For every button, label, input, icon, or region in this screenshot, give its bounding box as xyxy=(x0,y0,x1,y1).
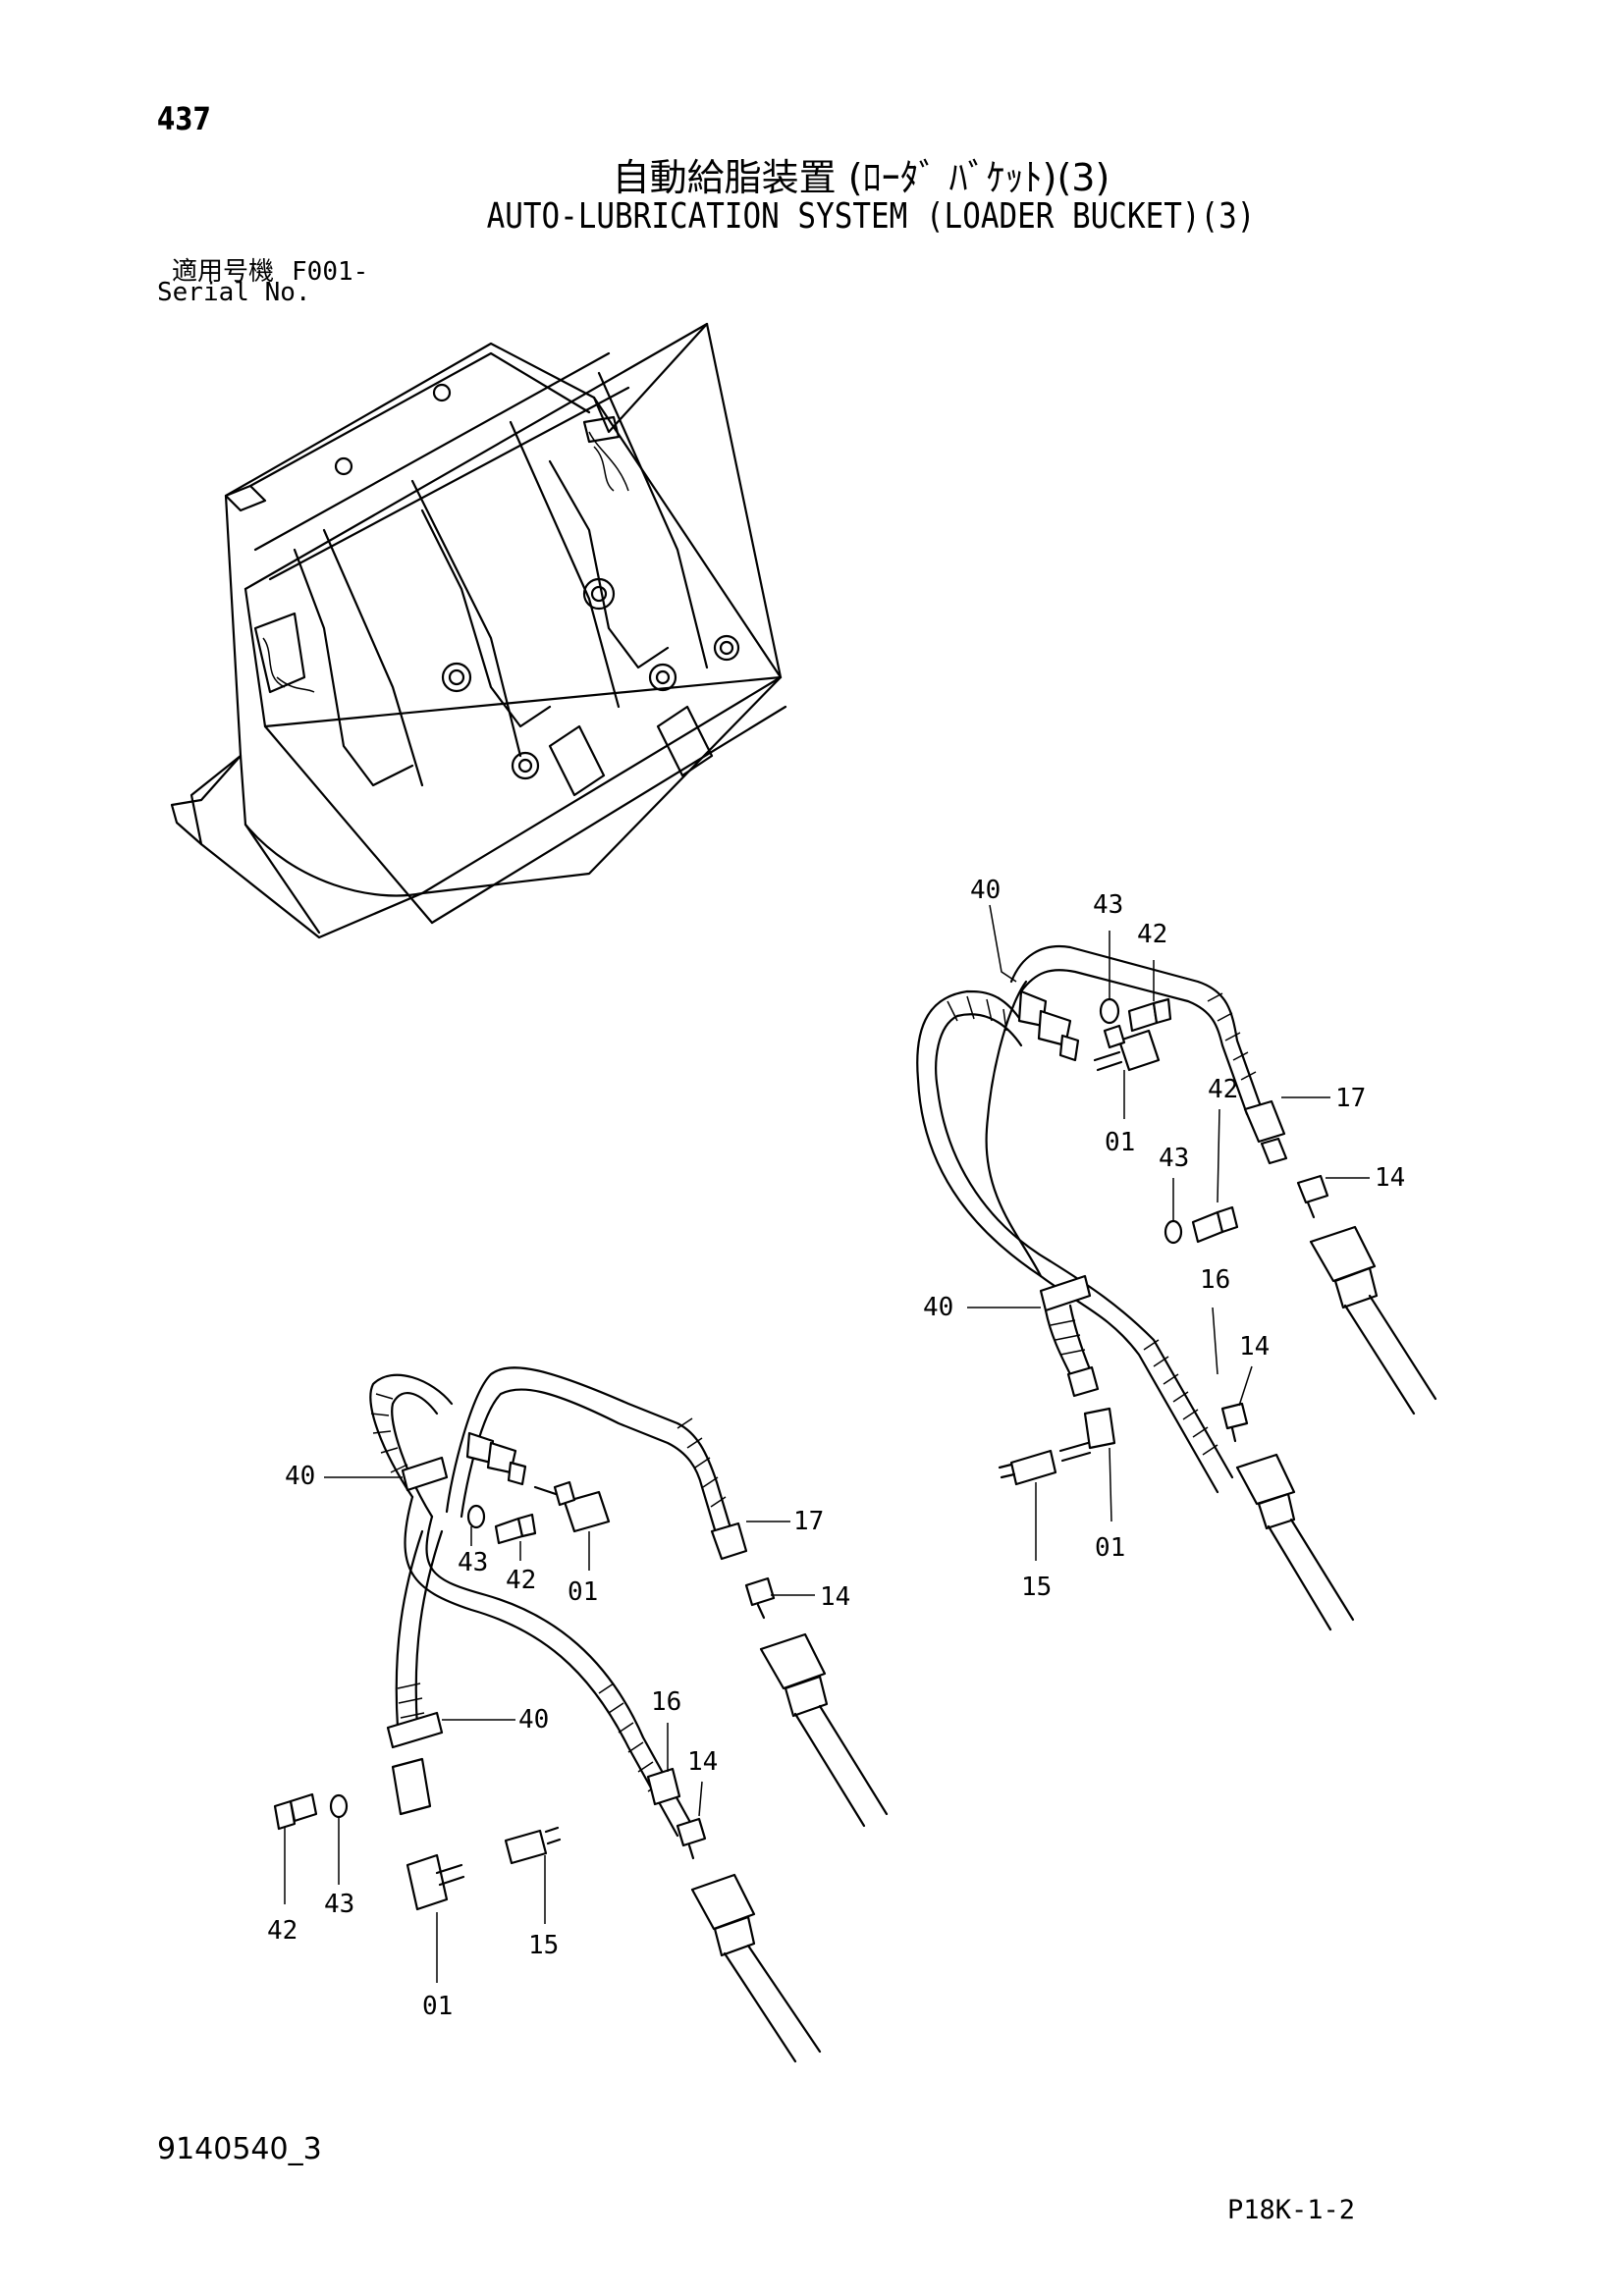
callout-r40b: 40 xyxy=(923,1293,953,1322)
right-lubrication-assembly xyxy=(916,944,1437,1631)
callout-l15: 15 xyxy=(528,1931,559,1960)
callout-l01b: 01 xyxy=(422,1992,453,2021)
callout-l43b: 43 xyxy=(324,1890,354,1919)
callout-l40b: 40 xyxy=(518,1705,549,1735)
page-title-japanese: 自動給脂装置 (ﾛｰﾀﾞ ﾊﾞｹｯﾄ)(3) xyxy=(612,156,1110,199)
serial-code: F001- xyxy=(292,257,369,287)
callout-r14b: 14 xyxy=(1239,1332,1270,1362)
page-title-english: AUTO-LUBRICATION SYSTEM (LOADER BUCKET)(… xyxy=(486,196,1256,237)
callout-r43b: 43 xyxy=(1159,1144,1189,1173)
callout-r16: 16 xyxy=(1200,1265,1230,1295)
callout-r43a: 43 xyxy=(1093,890,1123,920)
callout-r42a: 42 xyxy=(1137,920,1167,949)
callout-l42a: 42 xyxy=(506,1566,536,1595)
sheet-code: P18K-1-2 xyxy=(1227,2195,1356,2225)
document-number: 9140540_3 xyxy=(157,2132,322,2166)
callout-l01a: 01 xyxy=(568,1577,598,1607)
callout-l42b: 42 xyxy=(267,1916,298,1946)
callout-l40a: 40 xyxy=(285,1462,315,1491)
callouts-left-assembly: 40 17 43 42 01 14 40 16 14 42 43 15 01 xyxy=(267,1462,850,2021)
callout-r17: 17 xyxy=(1335,1084,1366,1113)
callouts-right-assembly: 40 43 42 17 01 42 43 14 16 40 14 01 15 xyxy=(923,876,1405,1602)
callout-r42b: 42 xyxy=(1208,1075,1238,1104)
loader-bucket-illustration xyxy=(170,322,787,939)
page-number: 437 xyxy=(157,100,211,137)
callout-l43a: 43 xyxy=(458,1548,488,1577)
serial-label-japanese: 適用号機 F001- xyxy=(172,251,368,288)
left-lubrication-assembly xyxy=(273,1366,889,2063)
callout-r01a: 01 xyxy=(1105,1128,1135,1157)
serial-label-english: Serial No. xyxy=(157,278,311,307)
callout-r01b: 01 xyxy=(1095,1533,1125,1563)
callout-l16: 16 xyxy=(651,1687,681,1717)
leader-lines xyxy=(284,904,1370,1983)
callout-l17: 17 xyxy=(793,1507,824,1536)
callout-r40a: 40 xyxy=(970,876,1001,905)
callout-r14a: 14 xyxy=(1375,1163,1405,1193)
callout-l14a: 14 xyxy=(820,1582,850,1612)
callout-l14b: 14 xyxy=(687,1747,718,1777)
callout-r15: 15 xyxy=(1021,1573,1052,1602)
serial-label-jp-text: 適用号機 xyxy=(172,257,275,287)
